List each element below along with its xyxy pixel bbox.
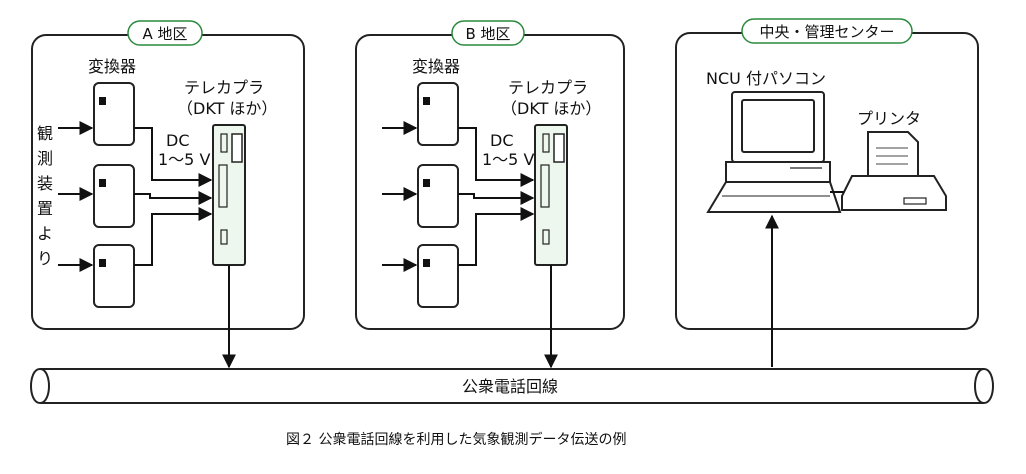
region-a-title: A 地区: [142, 25, 187, 43]
printer-icon: [841, 131, 947, 211]
region-a-converter-1-indicator: [99, 97, 106, 105]
region-a-converter-label: 変換器: [88, 57, 136, 76]
region-a-link-1: [134, 127, 213, 187]
input-side-label: 観 測 装 置 よ り: [37, 124, 53, 268]
region-b-converter-3: [417, 244, 459, 308]
region-a-coupler-label: テレカプラ: [184, 78, 264, 97]
region-b-tag: [451, 20, 525, 46]
region-a: A 地区 変換器 テレカプラ （DKT ほか） DC 1〜5 V: [31, 20, 305, 369]
region-a-tag: [127, 20, 203, 46]
region-b: B 地区 変換器 テレカプラ （DKT ほか） DC 1〜5 V: [355, 20, 625, 369]
region-a-link-2: [134, 191, 213, 205]
input-side-char-4: 置: [37, 199, 53, 218]
region-b-converter-2: [417, 164, 459, 228]
region-a-dc-label: DC: [166, 131, 190, 150]
input-side-char-2: 測: [37, 149, 53, 168]
region-a-volt-label: 1〜5 V: [158, 150, 210, 169]
pc-base: [725, 161, 831, 183]
phone-line-label: 公衆電話回線: [462, 377, 558, 396]
public-phone-line: 公衆電話回線: [30, 368, 994, 404]
pc-icon: [706, 91, 842, 213]
input-side-char-6: り: [37, 249, 53, 268]
printer-buttons: [903, 197, 927, 205]
printer-label: プリンタ: [857, 109, 921, 128]
phone-line-right-end: [974, 368, 985, 404]
pc-screen: [741, 99, 815, 153]
region-b-coupler-switch: [542, 229, 550, 245]
region-center-title: 中央・管理センター: [759, 23, 894, 41]
region-a-converter-2: [93, 164, 135, 228]
region-b-coupler-display: [553, 133, 565, 163]
region-b-volt-label: 1〜5 V: [482, 150, 534, 169]
pc-label: NCU 付パソコン: [706, 69, 826, 88]
printer-body: [841, 175, 947, 211]
region-a-coupler-sub: （DKT ほか）: [177, 99, 277, 118]
region-b-link-3: [458, 207, 535, 266]
region-a-coupler-display: [231, 133, 243, 163]
region-b-dc-label: DC: [490, 131, 514, 150]
phone-line-left-end: [39, 368, 50, 404]
region-a-converter-1: [93, 82, 135, 146]
region-b-coupler-sub: （DKT ほか）: [501, 99, 601, 118]
region-b-title: B 地区: [465, 25, 510, 43]
region-b-coupler-label: テレカプラ: [508, 78, 588, 97]
pc-keyboard: [706, 181, 842, 213]
region-a-converter-3: [93, 244, 135, 308]
region-a-link-3: [134, 207, 213, 266]
printer-paper: [867, 131, 919, 177]
region-a-coupler-panel: [218, 164, 228, 208]
region-center: 中央・管理センター NCU 付パソコン プリンタ: [675, 18, 979, 367]
region-center-tag: [741, 18, 913, 44]
region-b-converter-1: [417, 82, 459, 146]
region-a-converter-2-indicator: [99, 179, 106, 187]
region-b-converter-label: 変換器: [412, 57, 460, 76]
region-b-converter-1-indicator: [423, 97, 430, 105]
input-side-char-5: よ: [37, 224, 53, 243]
region-b-coupler-panel: [540, 164, 550, 208]
region-a-converter-3-indicator: [99, 259, 106, 267]
region-a-coupler-switch: [220, 229, 228, 245]
region-b-converter-2-indicator: [423, 179, 430, 187]
region-b-link-1: [458, 127, 535, 187]
input-side-char-3: 装: [37, 174, 53, 193]
region-b-link-2: [458, 191, 535, 205]
region-b-converter-3-indicator: [423, 259, 430, 267]
region-a-coupler-slot: [220, 133, 228, 153]
input-side-char-1: 観: [37, 124, 53, 143]
region-b-coupler-slot: [542, 133, 550, 153]
figure-caption: 図２ 公衆電話回線を利用した気象観測データ伝送の例: [286, 431, 626, 448]
